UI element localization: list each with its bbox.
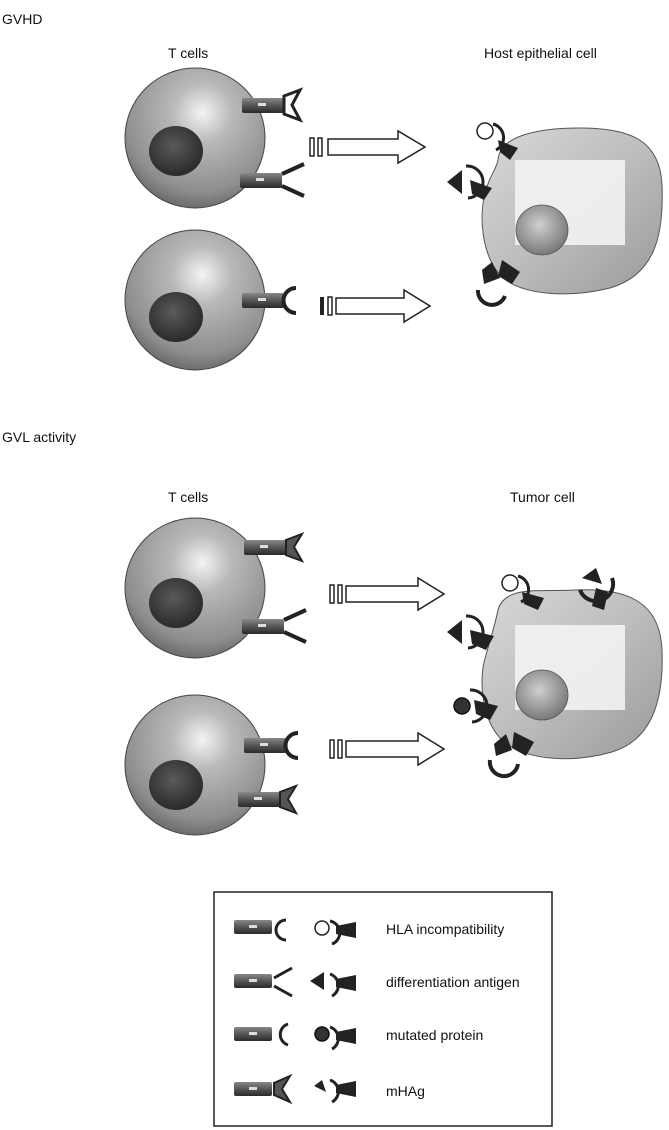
differentiation-triangle-antigen [447, 164, 492, 200]
gvhd-target-label: Host epithelial cell [484, 45, 597, 61]
nucleus [149, 126, 203, 176]
tcr-cup-receptor [242, 87, 304, 123]
nucleus [515, 204, 569, 256]
tcr-fork-receptor [244, 532, 305, 563]
mhag-fork-antigen [487, 732, 534, 779]
tcr-round-receptor [242, 286, 297, 315]
arrow [329, 731, 446, 767]
mhag-fork-antigen [578, 568, 616, 610]
legend-label-differentiation: differentiation antigen [386, 974, 520, 990]
mhag-fork-antigen [475, 260, 520, 307]
gvl-tcells-label: T cells [168, 489, 208, 505]
tcr-vee-receptor [240, 162, 305, 198]
arrow [309, 129, 427, 165]
arrow [320, 288, 432, 324]
nucleus [149, 578, 203, 628]
mutated-dark-circle-antigen [453, 688, 498, 724]
gvhd-title: GVHD [2, 11, 42, 27]
t-cell [124, 67, 305, 209]
t-cell [124, 694, 299, 836]
nucleus [515, 669, 569, 721]
t-cell [124, 229, 297, 371]
gvl-title: GVL activity [2, 429, 76, 445]
arrow [329, 576, 446, 612]
nucleus [149, 760, 203, 810]
legend-row-hla: HLA incompatibility [234, 918, 504, 946]
gvl-target-label: Tumor cell [510, 489, 575, 505]
tcr-vee-receptor [242, 608, 307, 644]
legend-row-mhag: mHAg [234, 1073, 425, 1105]
legend-row-differentiation: differentiation antigen [234, 966, 520, 998]
t-cell [124, 517, 307, 659]
differentiation-triangle-antigen [447, 614, 494, 650]
hla-open-circle-antigen [476, 122, 518, 160]
hla-open-circle-antigen [501, 574, 544, 610]
tcr-fork-receptor [238, 784, 299, 815]
legend-row-mutated: mutated protein [234, 1022, 483, 1051]
tumor-cell [447, 568, 663, 779]
gvhd-tcells-label: T cells [168, 45, 208, 61]
legend-label-mutated: mutated protein [386, 1027, 483, 1043]
legend-label-mhag: mHAg [386, 1083, 425, 1099]
host-epithelial-cell [447, 122, 663, 307]
legend-label-hla: HLA incompatibility [386, 921, 504, 937]
tcr-round-receptor [244, 731, 299, 760]
nucleus [149, 292, 203, 342]
